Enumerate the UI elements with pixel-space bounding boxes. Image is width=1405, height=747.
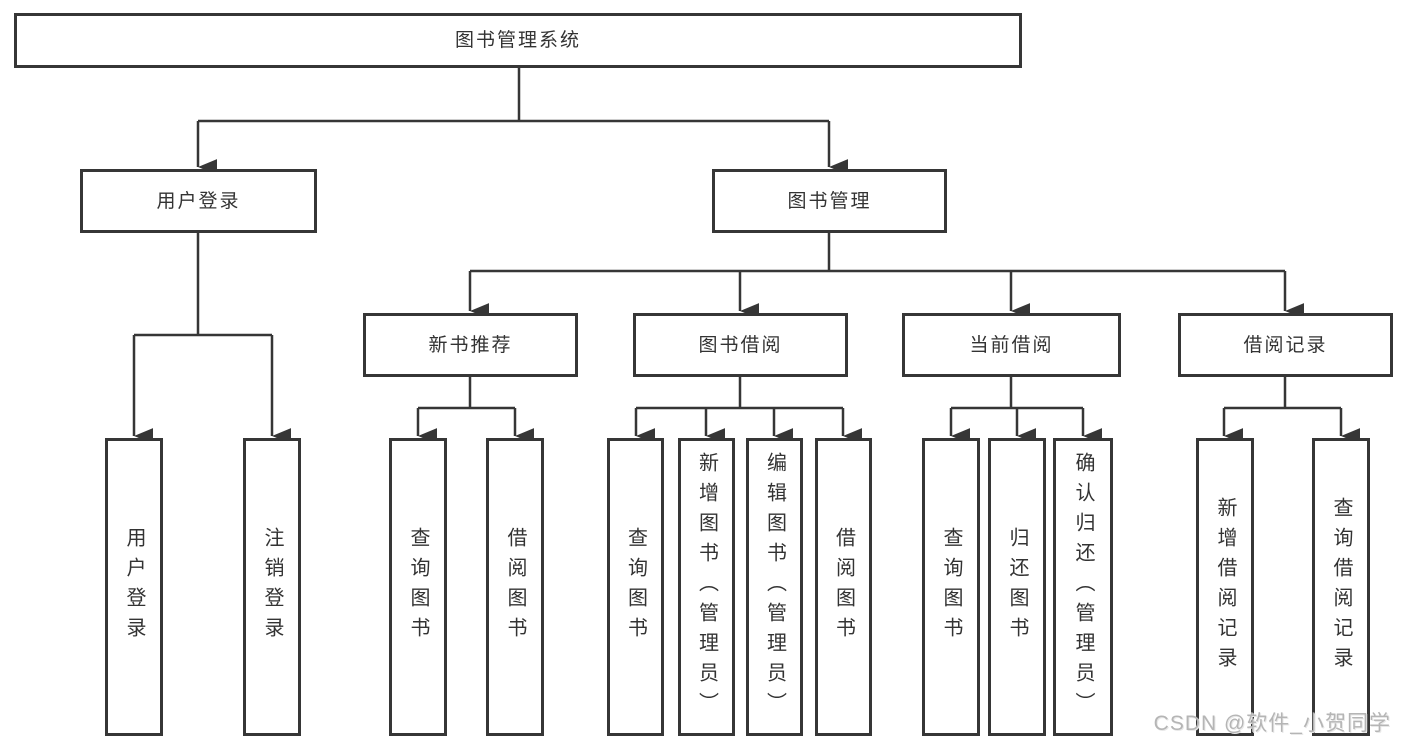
connector-current-borrowing-branch — [951, 377, 1083, 410]
connector-new-book-recommend-branch — [418, 377, 515, 410]
connector-user-login-branch — [134, 233, 272, 337]
node-leaf-user-login: 用户登录 — [105, 438, 163, 736]
node-leaf-add-borrow-record: 新增借阅记录 — [1196, 438, 1254, 736]
node-leaf-logout: 注销登录 — [243, 438, 301, 736]
csdn-watermark: CSDN @软件_小贺同学 — [1153, 712, 1391, 735]
node-leaf-query-books-3: 查询图书 — [922, 438, 980, 736]
node-leaf-edit-books-admin: 编辑图书（管理员） — [746, 438, 803, 736]
node-current-borrowing: 当前借阅 — [902, 313, 1121, 377]
connector-root-branch — [198, 68, 829, 123]
node-leaf-query-borrow-record: 查询借阅记录 — [1312, 438, 1370, 736]
node-leaf-add-books-admin: 新增图书（管理员） — [678, 438, 735, 736]
connector-book-borrowing-branch — [636, 377, 843, 410]
node-borrowing-records: 借阅记录 — [1178, 313, 1393, 377]
connector-book-management-branch — [470, 233, 1285, 273]
node-leaf-query-books-2: 查询图书 — [607, 438, 664, 736]
node-book-management: 图书管理 — [712, 169, 947, 233]
connector-borrowing-records-branch — [1224, 377, 1341, 410]
node-leaf-query-books-1: 查询图书 — [389, 438, 447, 736]
node-leaf-borrow-books-2: 借阅图书 — [815, 438, 872, 736]
node-leaf-return-books: 归还图书 — [988, 438, 1046, 736]
node-new-book-recommend: 新书推荐 — [363, 313, 578, 377]
node-leaf-confirm-return-admin: 确认归还（管理员） — [1053, 438, 1113, 736]
node-root: 图书管理系统 — [14, 13, 1022, 68]
node-user-login: 用户登录 — [80, 169, 317, 233]
node-leaf-borrow-books-1: 借阅图书 — [486, 438, 544, 736]
node-book-borrowing: 图书借阅 — [633, 313, 848, 377]
